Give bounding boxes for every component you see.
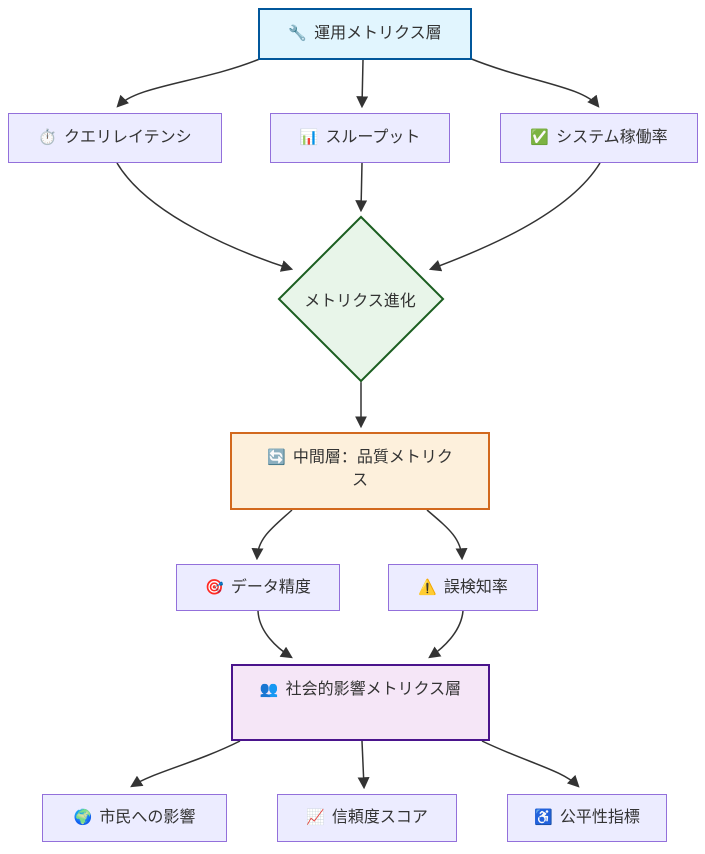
node-label: データ精度 — [230, 578, 311, 596]
stopwatch-icon: ⏱️ — [38, 129, 57, 147]
edge-ops-to-uptime — [468, 57, 600, 108]
node-query-latency: ⏱️ クエリレイテンシ — [8, 113, 222, 163]
edge-mid-to-falsepos — [426, 509, 468, 561]
node-data-accuracy: 🎯 データ精度 — [176, 564, 340, 611]
node-uptime: ✅ システム稼働率 — [500, 113, 698, 163]
edge-throughput-to-evolution — [355, 162, 368, 213]
cycle-arrows-icon: 🔄 — [267, 449, 286, 466]
node-label: 誤検知率 — [443, 578, 508, 596]
node-citizen-impact: 🌍 市民への影響 — [42, 794, 227, 842]
edge-uptime-to-evolution — [428, 162, 601, 272]
people-icon: 👥 — [259, 681, 279, 698]
edge-accuracy-to-social — [257, 610, 293, 659]
globe-icon: 🌍 — [73, 809, 93, 827]
check-mark-icon: ✅ — [530, 129, 550, 147]
node-label: 社会的影響メトリクス層 — [285, 681, 462, 698]
node-ops-layer: 🔧 運用メトリクス層 — [258, 8, 472, 60]
edge-latency-to-evolution — [116, 162, 294, 272]
node-label: クエリレイテンシ — [64, 129, 192, 147]
node-label: スループット — [325, 129, 421, 147]
node-social-layer: 👥 社会的影響メトリクス層 — [231, 664, 490, 741]
node-label: メトリクス進化 — [304, 293, 416, 310]
node-label: 市民への影響 — [99, 809, 196, 827]
edge-ops-to-throughput — [356, 59, 369, 109]
node-throughput: 📊 スループット — [270, 113, 450, 163]
node-label: 信頼度スコア — [331, 809, 428, 827]
node-trust-score: 📈 信頼度スコア — [277, 794, 457, 842]
node-label: 公平性指標 — [559, 809, 640, 827]
edge-social-to-citizen — [130, 740, 241, 788]
node-evolution: メトリクス進化 — [280, 240, 440, 358]
node-mid-layer: 🔄 中間層：品質メトリクス — [230, 432, 490, 510]
node-fairness: ♿ 公平性指標 — [507, 794, 667, 842]
chart-increasing-icon: 📈 — [306, 809, 325, 827]
warning-icon: ⚠️ — [418, 578, 437, 596]
edge-ops-to-latency — [116, 57, 263, 108]
edge-social-to-trust — [357, 740, 370, 790]
node-label: 運用メトリクス層 — [314, 25, 442, 43]
node-label: システム稼働率 — [556, 129, 668, 147]
edge-falsepos-to-social — [428, 610, 464, 659]
bar-chart-icon: 📊 — [299, 129, 319, 147]
wheelchair-icon: ♿ — [534, 809, 553, 827]
node-false-positive: ⚠️ 誤検知率 — [388, 564, 538, 611]
node-label: 中間層：品質メトリクス — [292, 449, 453, 490]
wrench-icon: 🔧 — [288, 25, 308, 43]
edge-mid-to-accuracy — [251, 509, 293, 561]
target-icon: 🎯 — [205, 578, 224, 596]
edge-social-to-fairness — [481, 740, 580, 788]
